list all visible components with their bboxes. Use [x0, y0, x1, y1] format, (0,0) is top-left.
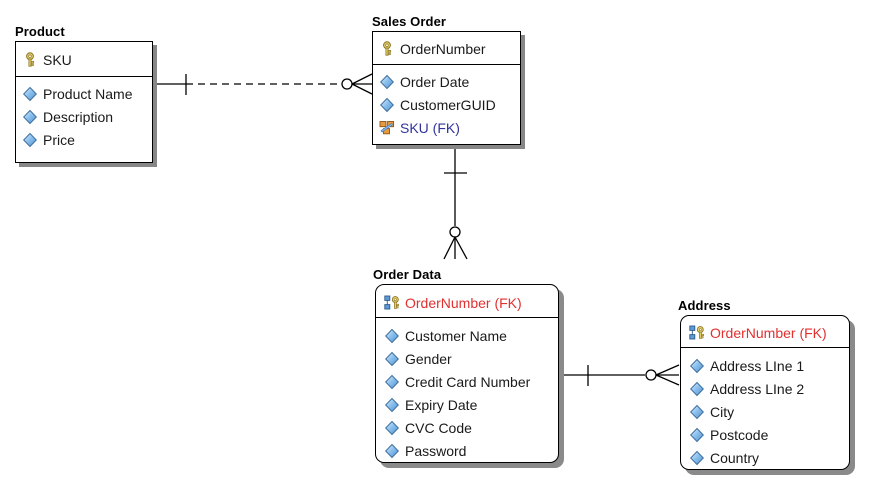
attribute-row[interactable]: Order Date	[372, 70, 521, 93]
attribute-label: SKU (FK)	[400, 119, 460, 136]
attribute-row[interactable]: Customer Name	[375, 324, 559, 347]
attribute-row[interactable]: Description	[15, 105, 153, 128]
entity-order-data[interactable]: Order Data	[373, 267, 559, 463]
attribute-row[interactable]: City	[680, 400, 850, 423]
attributes-section-product: Product Name Description	[15, 77, 153, 151]
cardinality-zero-circle	[341, 78, 353, 90]
attribute-diamond-icon	[22, 86, 38, 102]
entity-box-address	[680, 315, 850, 470]
attribute-diamond-icon	[22, 109, 38, 125]
attribute-label: CVC Code	[405, 419, 472, 436]
attribute-diamond-icon	[384, 351, 400, 367]
attribute-label: SKU	[43, 51, 72, 68]
attributes-section-address: Address LIne 1 Address LIne 2	[680, 348, 850, 469]
primary-foreign-key-icon	[384, 295, 400, 311]
entity-box-sales-order	[372, 31, 521, 145]
foreign-key-icon	[379, 120, 395, 136]
attribute-row[interactable]: SKU	[15, 48, 153, 71]
primary-key-icon	[379, 40, 395, 57]
attribute-diamond-icon	[384, 420, 400, 436]
attribute-label: Credit Card Number	[405, 373, 531, 390]
attribute-row[interactable]: Gender	[375, 347, 559, 370]
attribute-diamond-icon	[384, 397, 400, 413]
entity-title-address: Address	[678, 298, 731, 313]
attribute-row[interactable]: Country	[680, 446, 850, 469]
attribute-label: OrderNumber (FK)	[710, 324, 827, 341]
entity-address[interactable]: Address	[678, 298, 850, 470]
attribute-row[interactable]: OrderNumber	[372, 37, 521, 60]
attribute-diamond-icon	[689, 358, 705, 374]
attribute-row[interactable]: Price	[15, 128, 153, 151]
attributes-section-order-data: Customer Name Gender	[375, 318, 559, 462]
relationship-product-salesorder[interactable]	[153, 73, 373, 95]
attribute-label: Address LIne 2	[710, 380, 805, 397]
attribute-row[interactable]: CustomerGUID	[372, 93, 521, 116]
attribute-row[interactable]: Address LIne 1	[680, 354, 850, 377]
entity-product[interactable]: Product SKU	[15, 24, 153, 163]
attribute-label: CustomerGUID	[400, 96, 496, 113]
pk-section-sales-order: OrderNumber	[372, 31, 521, 65]
cardinality-crows-foot	[655, 364, 680, 386]
entity-title-product: Product	[15, 24, 65, 39]
attribute-row[interactable]: Address LIne 2	[680, 377, 850, 400]
attribute-diamond-icon	[384, 328, 400, 344]
pk-section-product: SKU	[15, 41, 153, 77]
attribute-diamond-icon	[22, 132, 38, 148]
attributes-section-sales-order: Order Date CustomerGUID	[372, 65, 521, 139]
attribute-diamond-icon	[689, 427, 705, 443]
attribute-row[interactable]: OrderNumber (FK)	[375, 291, 559, 314]
attribute-row[interactable]: Password	[375, 439, 559, 462]
attribute-row[interactable]: Postcode	[680, 423, 850, 446]
attribute-label: Price	[43, 131, 75, 148]
attribute-row[interactable]: CVC Code	[375, 416, 559, 439]
attribute-label: Order Date	[400, 73, 470, 90]
attribute-label: Customer Name	[405, 327, 507, 344]
entity-title-order-data: Order Data	[373, 267, 442, 282]
relationship-orderdata-address[interactable]	[559, 364, 680, 386]
attribute-label: Country	[710, 449, 760, 466]
attribute-label: Postcode	[710, 426, 769, 443]
attribute-row[interactable]: Credit Card Number	[375, 370, 559, 393]
attribute-label: OrderNumber (FK)	[405, 294, 522, 311]
cardinality-zero-circle	[645, 369, 657, 381]
primary-foreign-key-icon	[689, 325, 705, 341]
cardinality-crows-foot	[351, 73, 373, 95]
attribute-diamond-icon	[379, 97, 395, 113]
pk-section-address: OrderNumber (FK)	[680, 315, 850, 348]
attribute-label: Gender	[405, 350, 452, 367]
attribute-row[interactable]: SKU (FK)	[372, 116, 521, 139]
pk-section-order-data: OrderNumber (FK)	[375, 284, 559, 318]
attribute-label: Product Name	[43, 85, 133, 102]
attribute-diamond-icon	[689, 381, 705, 397]
attribute-label: City	[710, 403, 735, 420]
attribute-row[interactable]: Product Name	[15, 82, 153, 105]
attribute-row[interactable]: Expiry Date	[375, 393, 559, 416]
attribute-label: Password	[405, 442, 467, 459]
cardinality-crows-foot	[443, 236, 468, 260]
entity-box-product	[15, 41, 153, 163]
relationship-salesorder-orderdata[interactable]	[443, 149, 468, 260]
attribute-diamond-icon	[689, 404, 705, 420]
attribute-label: Description	[43, 108, 114, 125]
primary-key-icon	[22, 51, 38, 68]
entity-sales-order[interactable]: Sales Order OrderNumber	[372, 14, 521, 145]
attribute-diamond-icon	[689, 450, 705, 466]
attribute-diamond-icon	[379, 74, 395, 90]
attribute-label: Expiry Date	[405, 396, 478, 413]
entity-title-sales-order: Sales Order	[372, 14, 447, 29]
attribute-diamond-icon	[384, 443, 400, 459]
attribute-label: OrderNumber	[400, 40, 486, 57]
attribute-label: Address LIne 1	[710, 357, 805, 374]
attribute-diamond-icon	[384, 374, 400, 390]
entity-box-order-data	[375, 284, 559, 463]
cardinality-zero-circle	[449, 226, 461, 238]
attribute-row[interactable]: OrderNumber (FK)	[680, 321, 850, 344]
